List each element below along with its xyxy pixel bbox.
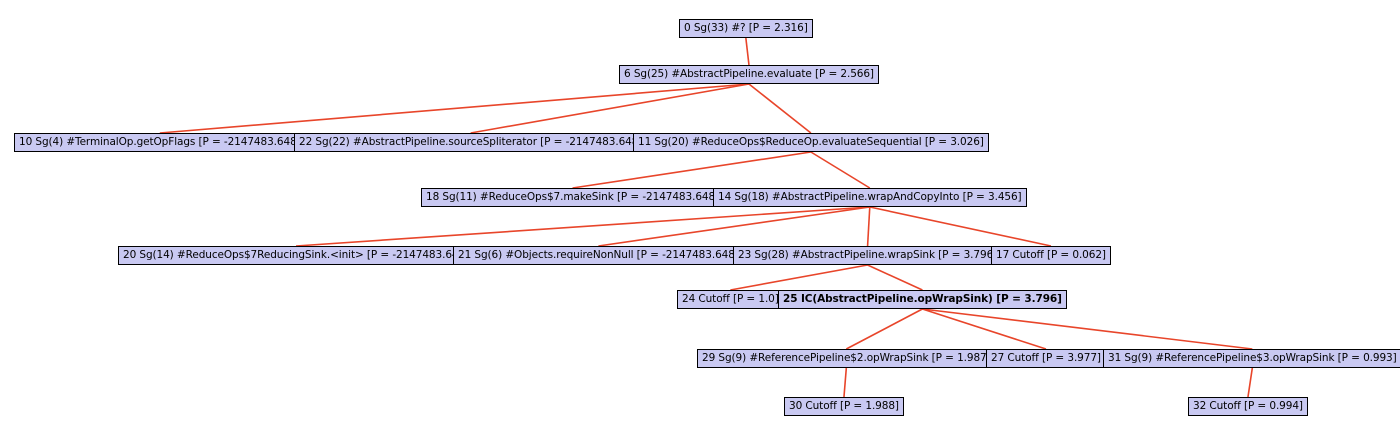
tree-node-17[interactable]: 17 Cutoff [P = 0.062] [991, 246, 1111, 265]
tree-node-0[interactable]: 0 Sg(33) #? [P = 2.316] [679, 19, 813, 38]
tree-node-24[interactable]: 24 Cutoff [P = 1.0] [677, 290, 784, 309]
edge-n14-n17 [869, 206, 1052, 247]
tree-node-6[interactable]: 6 Sg(25) #AbstractPipeline.evaluate [P =… [619, 65, 879, 84]
tree-node-31[interactable]: 31 Sg(9) #ReferencePipeline$3.opWrapSink… [1103, 349, 1400, 368]
tree-node-23[interactable]: 23 Sg(28) #AbstractPipeline.wrapSink [P … [733, 246, 1003, 265]
edge-n29-n30 [843, 367, 848, 398]
tree-node-14[interactable]: 14 Sg(18) #AbstractPipeline.wrapAndCopyI… [713, 188, 1027, 207]
tree-node-21[interactable]: 21 Sg(6) #Objects.requireNonNull [P = -2… [453, 246, 744, 265]
edge-n14-n21 [598, 206, 870, 247]
edge-n25-n27 [922, 308, 1047, 350]
tree-node-25[interactable]: 25 IC(AbstractPipeline.opWrapSink) [P = … [778, 290, 1067, 309]
tree-node-32[interactable]: 32 Cutoff [P = 0.994] [1188, 397, 1308, 416]
edge-n23-n24 [730, 264, 868, 291]
tree-node-10[interactable]: 10 Sg(4) #TerminalOp.getOpFlags [P = -21… [14, 133, 306, 152]
edge-n6-n11 [748, 83, 812, 134]
edge-n6-n10 [159, 83, 750, 134]
edge-n25-n31 [922, 308, 1253, 350]
tree-node-30[interactable]: 30 Cutoff [P = 1.988] [784, 397, 904, 416]
tree-node-29[interactable]: 29 Sg(9) #ReferencePipeline$2.opWrapSink… [697, 349, 996, 368]
edge-n31-n32 [1247, 367, 1254, 398]
edge-n11-n18 [572, 151, 812, 189]
edge-n0-n6 [745, 37, 750, 66]
tree-node-27[interactable]: 27 Cutoff [P = 3.977] [986, 349, 1106, 368]
tree-node-18[interactable]: 18 Sg(11) #ReduceOps$7.makeSink [P = -21… [421, 188, 725, 207]
edge-n25-n29 [845, 308, 923, 350]
edge-n14-n20 [295, 206, 870, 247]
tree-node-11[interactable]: 11 Sg(20) #ReduceOps$ReduceOp.evaluateSe… [633, 133, 989, 152]
edge-n11-n14 [810, 151, 871, 189]
edge-n14-n23 [866, 206, 871, 247]
tree-node-20[interactable]: 20 Sg(14) #ReduceOps$7ReducingSink.<init… [118, 246, 475, 265]
tree-node-22[interactable]: 22 Sg(22) #AbstractPipeline.sourceSplite… [294, 133, 648, 152]
edge-n6-n22 [470, 83, 750, 134]
edge-n23-n25 [867, 264, 923, 291]
